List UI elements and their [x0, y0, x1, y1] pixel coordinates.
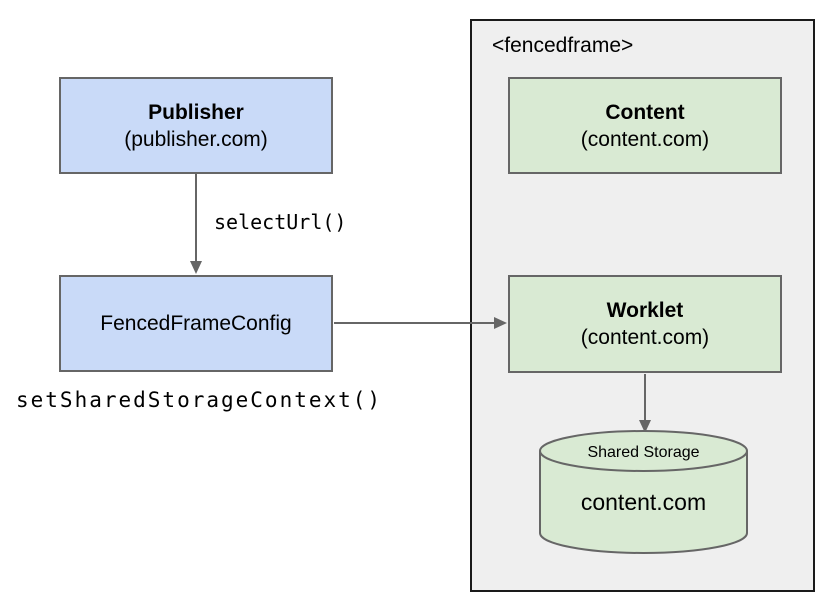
- node-content: Content (content.com): [508, 77, 782, 174]
- shared-storage-title: Shared Storage: [587, 444, 700, 461]
- arrow-publisher-to-config: [190, 174, 202, 274]
- shared-storage-cylinder: Shared Storage content.com: [538, 429, 749, 555]
- publisher-title: Publisher: [148, 100, 244, 124]
- fencedframe-label: <fencedframe>: [492, 34, 634, 57]
- fencedframeconfig-title: FencedFrameConfig: [100, 312, 292, 335]
- node-publisher: Publisher (publisher.com): [59, 77, 333, 174]
- node-worklet: Worklet (content.com): [508, 275, 782, 373]
- content-subtitle: (content.com): [580, 127, 710, 151]
- worklet-subtitle: (content.com): [580, 326, 710, 349]
- publisher-subtitle: (publisher.com): [124, 127, 268, 151]
- content-title: Content: [605, 100, 685, 124]
- edge-label-selecturl: selectUrl(): [214, 210, 347, 234]
- shared-storage-subtitle: content.com: [580, 489, 707, 515]
- label-setsharedstoragecontext: setSharedStorageContext(): [16, 388, 383, 412]
- node-fencedframeconfig: FencedFrameConfig: [59, 275, 333, 372]
- cylinder-shape-icon: [539, 430, 748, 554]
- worklet-title: Worklet: [606, 299, 684, 322]
